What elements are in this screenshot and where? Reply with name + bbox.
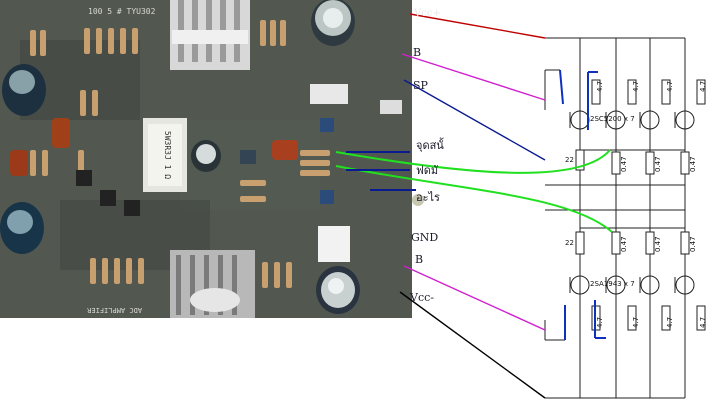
r-mid-top-4: 0.47 (689, 156, 697, 172)
capacitor-center (191, 140, 221, 172)
r-mid-bot-3: 0.47 (654, 236, 662, 252)
label-thai-2: ฟดมั (416, 164, 439, 177)
r-mid-bot-1: 22 (565, 239, 574, 247)
heatsink-top (170, 0, 250, 70)
resistors-top (591, 79, 706, 105)
r-top-4: 4.7 (699, 80, 707, 92)
output-stage-schematic (544, 37, 706, 399)
r-bot-4: 4.7 (699, 316, 707, 328)
label-thai-1: จุดสนั้ (416, 139, 444, 152)
connection-wires (335, 13, 613, 399)
transistor-row-bottom (569, 275, 695, 295)
label-vcc-positive: Vcc+ (414, 8, 441, 19)
resistors-mid-bottom (575, 231, 690, 255)
transformer-print: 5W3R3J 1 Ω (163, 131, 172, 179)
wire-vcc-negative (399, 291, 546, 399)
wire-sp (403, 79, 546, 161)
wire-b-top (401, 53, 546, 101)
wire-green-2 (335, 165, 613, 233)
driver-highlight (559, 69, 606, 340)
r-bot-3: 4.7 (666, 316, 674, 328)
r-mid-bot-2: 0.47 (620, 236, 628, 252)
label-b-top: B (413, 46, 422, 59)
wire-b-bottom (403, 265, 546, 331)
label-vcc-negative: Vcc- (410, 291, 434, 304)
r-top-1: 4.7 (596, 80, 604, 92)
r-mid-top-3: 0.47 (654, 156, 662, 172)
label-sp: SP (413, 79, 428, 92)
label-thai-3: อะไร (416, 191, 440, 204)
wire-vcc-positive (409, 13, 546, 39)
capacitor-left-bottom (0, 202, 44, 254)
capacitor-top-right (311, 0, 355, 46)
wire-green-1 (335, 149, 611, 174)
transistor-top-label: 2SC5200 x 7 (590, 115, 635, 123)
r-mid-bot-4: 0.47 (689, 236, 697, 252)
r-mid-top-1: 22 (565, 156, 574, 164)
r-top-3: 4.7 (666, 80, 674, 92)
board-top-print: 100 5 # TYU302 (88, 7, 156, 16)
small-components (10, 118, 424, 216)
label-b-bottom: B (415, 253, 424, 266)
label-gnd: GND (411, 231, 439, 244)
r-bot-1: 4.7 (596, 316, 604, 328)
heatsink-bottom (170, 250, 255, 318)
r-mid-top-2: 0.47 (620, 156, 628, 172)
resistors-mid-top (575, 149, 690, 175)
capacitor-left-top (2, 64, 46, 116)
r-top-2: 4.7 (632, 80, 640, 92)
transistor-bottom-label: 2SA1943 x 7 (590, 280, 635, 288)
board-bottom-print: ADC AMPLIFIER (86, 306, 142, 314)
pcb-photo: 5W3R3J 1 Ω (0, 0, 424, 318)
transformer: 5W3R3J 1 Ω (143, 118, 187, 192)
resistor-array (30, 20, 330, 288)
r-bot-2: 4.7 (632, 316, 640, 328)
resistors-bottom (591, 305, 706, 331)
capacitor-bottom-right (316, 266, 360, 314)
